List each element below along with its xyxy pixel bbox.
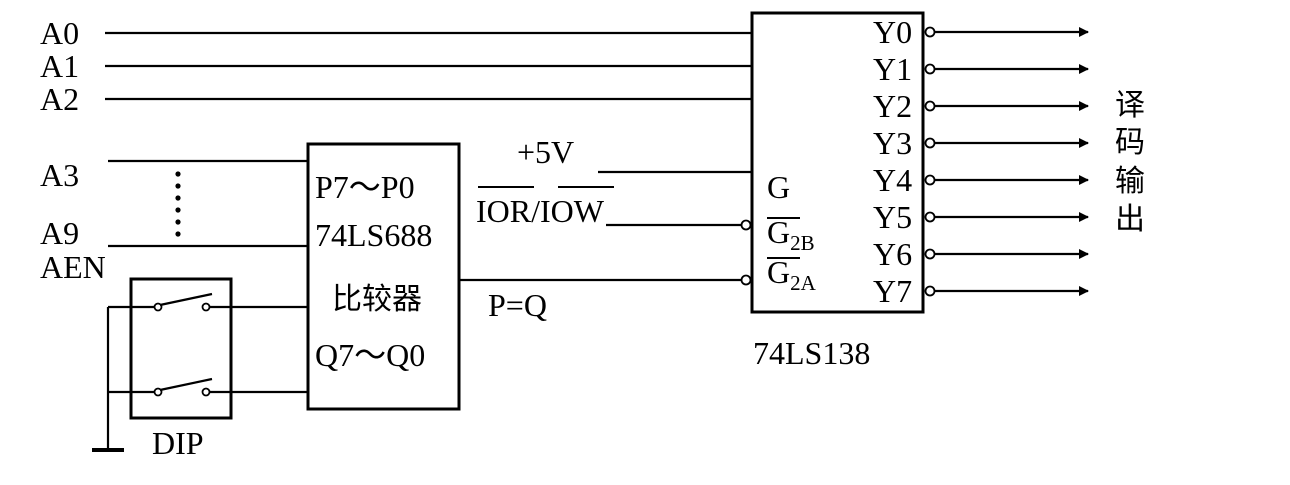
- compare-out-label: P=Q: [488, 287, 547, 323]
- output-bubble-y1: [924, 63, 936, 75]
- ior-iow-label: IOR/IOW: [476, 193, 605, 229]
- ior-label: IOR: [476, 193, 532, 229]
- output-label-y0: Y0: [873, 14, 912, 50]
- label-a9: A9: [40, 215, 79, 251]
- g2b-main: G: [767, 214, 790, 250]
- vcc-label: +5V: [517, 134, 574, 170]
- label-a2: A2: [40, 81, 79, 117]
- output-label-char-0: 译: [1115, 88, 1145, 123]
- label-a3: A3: [40, 157, 79, 193]
- label-a0: A0: [40, 15, 79, 51]
- label-a1: A1: [40, 48, 79, 84]
- iow-label: IOW: [540, 193, 605, 229]
- decoder-g-label: G: [767, 169, 790, 205]
- comparator-part: 74LS688: [315, 217, 432, 253]
- dip-label: DIP: [152, 425, 204, 461]
- output-bubble-y2: [924, 100, 936, 112]
- ellipsis-dots: [175, 171, 181, 237]
- output-label-char-1: 码: [1115, 125, 1145, 160]
- output-label-char-3: 出: [1115, 202, 1145, 237]
- dip-switch-2: [108, 377, 308, 397]
- output-bubble-y7: [924, 285, 936, 297]
- label-aen: AEN: [40, 249, 106, 285]
- output-bubble-y6: [924, 248, 936, 260]
- comparator-box: [306, 142, 461, 411]
- output-label-y4: Y4: [873, 162, 912, 198]
- comparator-q-label: Q7～Q0: [315, 337, 425, 373]
- output-label-y2: Y2: [873, 88, 912, 124]
- decoder-g2b-label: G2B: [767, 214, 815, 255]
- decoder-g2a-label: G2A: [767, 254, 817, 295]
- g2b-sub: 2B: [790, 231, 815, 255]
- output-label-y7: Y7: [873, 273, 912, 309]
- output-bubble-y0: [924, 26, 936, 38]
- dip-switch-box: [129, 277, 233, 420]
- comparator-name: 比较器: [332, 282, 422, 317]
- output-bubble-y3: [924, 137, 936, 149]
- decoder-part: 74LS138: [753, 335, 870, 371]
- g2a-main: G: [767, 254, 790, 290]
- slash-label: /: [531, 193, 540, 229]
- g2a-bubble: [740, 274, 752, 286]
- g2a-sub: 2A: [790, 271, 817, 295]
- output-label-y6: Y6: [873, 236, 912, 272]
- output-label-y1: Y1: [873, 51, 912, 87]
- output-label-char-2: 输: [1115, 164, 1145, 199]
- comparator-p-label: P7～P0: [315, 169, 415, 205]
- output-bubble-y5: [924, 211, 936, 223]
- output-label-y5: Y5: [873, 199, 912, 235]
- dip-switch-1: [108, 292, 308, 312]
- output-bubble-y4: [924, 174, 936, 186]
- g2b-bubble: [740, 219, 752, 231]
- output-label-y3: Y3: [873, 125, 912, 161]
- decoder-box: [750, 11, 925, 314]
